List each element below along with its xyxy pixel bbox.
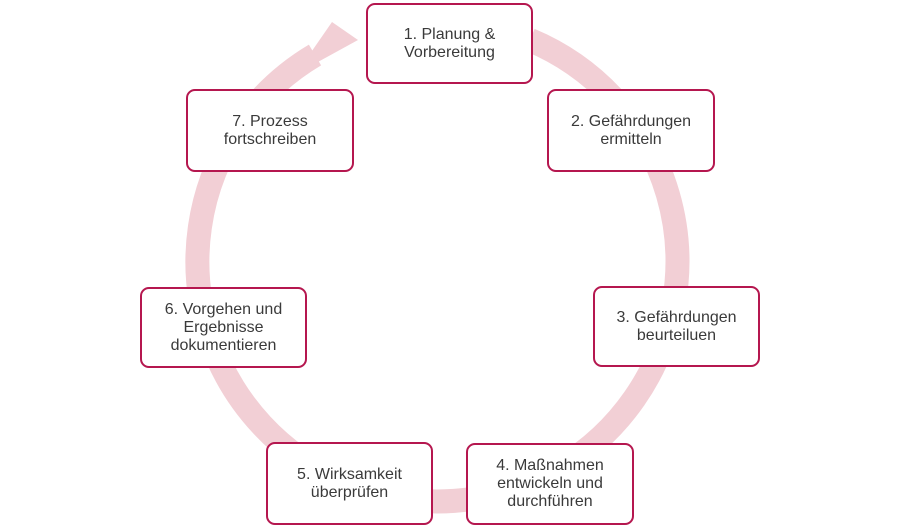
- step-prozess-fortschreiben: 7. Prozess fortschreiben: [186, 89, 354, 172]
- cycle-ring-arc: [185, 28, 690, 514]
- step-gefaehrdungen-ermitteln: 2. Gefährdungen ermitteln: [547, 89, 715, 172]
- step-gefaehrdungen-beurteilen: 3. Gefährdungen beurteiluen: [593, 286, 760, 367]
- step-planung-vorbereitung: 1. Planung & Vorbereitung: [366, 3, 533, 84]
- step-wirksamkeit-ueberpruefen: 5. Wirksamkeit überprüfen: [266, 442, 433, 525]
- step-vorgehen-dokumentieren: 6. Vorgehen und Ergebnisse dokumentieren: [140, 287, 307, 368]
- cycle-arrow-head-icon: [296, 22, 358, 74]
- step-massnahmen-entwickeln: 4. Maßnahmen entwickeln und durchführen: [466, 443, 634, 525]
